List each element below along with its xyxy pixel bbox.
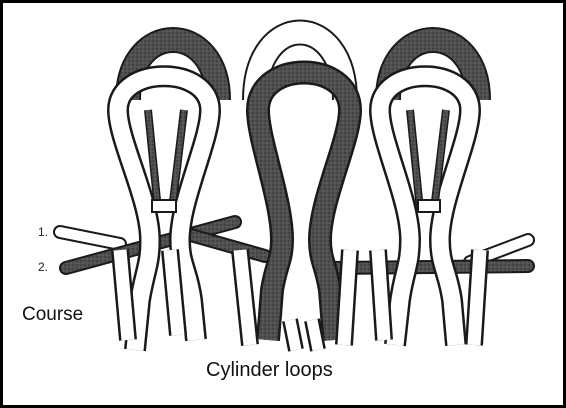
cylinder-loop-right — [378, 76, 480, 345]
cylinder-loop-left — [118, 76, 210, 350]
yarn-1-left — [60, 232, 120, 244]
label-yarn-1: 1. — [38, 225, 48, 239]
cylinder-loop-center — [240, 73, 350, 351]
label-course: Course — [22, 304, 83, 325]
label-yarn-2: 2. — [38, 260, 48, 274]
course-yarns — [60, 222, 528, 268]
label-cylinder-loops: Cylinder loops — [206, 359, 333, 381]
